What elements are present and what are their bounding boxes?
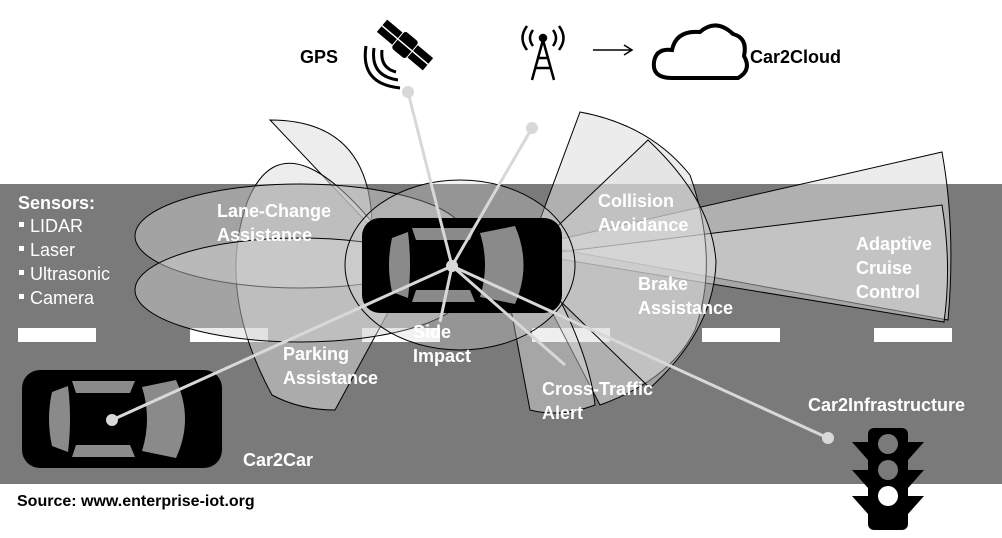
link-cloud	[450, 127, 534, 267]
bullet	[19, 222, 24, 227]
zone-adaptive-cruise-lower	[534, 204, 949, 323]
sensor-item: LIDAR	[30, 216, 83, 236]
bullet	[19, 246, 24, 251]
label-adaptive-cruise: Adaptive	[856, 234, 932, 254]
label-car2infrastructure: Car2Infrastructure	[808, 395, 965, 415]
zone-brake-assistance	[519, 139, 717, 389]
arrow-right-icon	[593, 44, 634, 56]
sensor-item: Ultrasonic	[30, 264, 110, 284]
car-rear-window	[389, 232, 410, 298]
cloud-icon	[651, 23, 749, 80]
label-car2cloud: Car2Cloud	[750, 47, 841, 67]
link-node-car2car	[106, 414, 118, 426]
label-gps: GPS	[300, 47, 338, 67]
link-node-infrastructure	[822, 432, 834, 444]
lane-dash	[362, 328, 440, 342]
label-brake-assistance: Brake	[638, 274, 688, 294]
link-gps	[406, 91, 454, 267]
car-side-window-bottom	[72, 445, 135, 457]
label-adaptive-cruise: Cruise	[856, 258, 912, 278]
label-adaptive-cruise: Control	[856, 282, 920, 302]
sensor-list-title: Sensors:	[18, 193, 95, 213]
sensor-item: Camera	[30, 288, 95, 308]
car-side-window-bottom	[412, 290, 475, 302]
link-side-impact	[438, 265, 454, 323]
label-collision-avoidance: Avoidance	[598, 215, 688, 235]
connection-lines	[106, 86, 834, 444]
label-cross-traffic: Alert	[542, 403, 583, 423]
label-brake-assistance: Assistance	[638, 298, 733, 318]
link-cross-traffic	[451, 264, 566, 367]
bullet	[19, 270, 24, 275]
lane-dash	[18, 328, 96, 342]
ego-car	[362, 218, 562, 313]
lane-dash	[702, 328, 780, 342]
label-lane-change: Assistance	[217, 225, 312, 245]
car-windshield	[142, 380, 185, 458]
traffic-light-icon	[852, 428, 924, 530]
label-parking-assistance: Assistance	[283, 368, 378, 388]
bullet	[19, 294, 24, 299]
zone-collision-avoidance	[524, 111, 707, 406]
label-side-impact: Impact	[413, 346, 471, 366]
label-car2car: Car2Car	[243, 450, 313, 470]
link-node-center	[446, 260, 458, 272]
car-rear-window	[49, 386, 70, 452]
car-windshield	[480, 226, 524, 304]
link-node-gps	[402, 86, 414, 98]
link-infrastructure	[451, 264, 829, 440]
sensor-item: Laser	[30, 240, 75, 260]
lane-dash	[874, 328, 952, 342]
antenna-tower-icon	[521, 25, 565, 81]
label-lane-change: Lane-Change	[217, 201, 331, 221]
source-note: Source: www.enterprise-iot.org	[17, 493, 255, 510]
label-side-impact: Side	[413, 322, 451, 342]
label-parking-assistance: Parking	[283, 344, 349, 364]
label-collision-avoidance: Collision	[598, 191, 674, 211]
link-node-cloud	[526, 122, 538, 134]
zone-adaptive-cruise-upper	[534, 151, 952, 321]
sensor-list: Sensors: LIDAR Laser Ultrasonic Camera	[18, 193, 110, 308]
other-car	[22, 370, 222, 468]
satellite-icon	[363, 19, 434, 90]
link-car2car	[111, 264, 453, 422]
car-side-window-top	[72, 381, 135, 393]
label-cross-traffic: Cross-Traffic	[542, 379, 653, 399]
